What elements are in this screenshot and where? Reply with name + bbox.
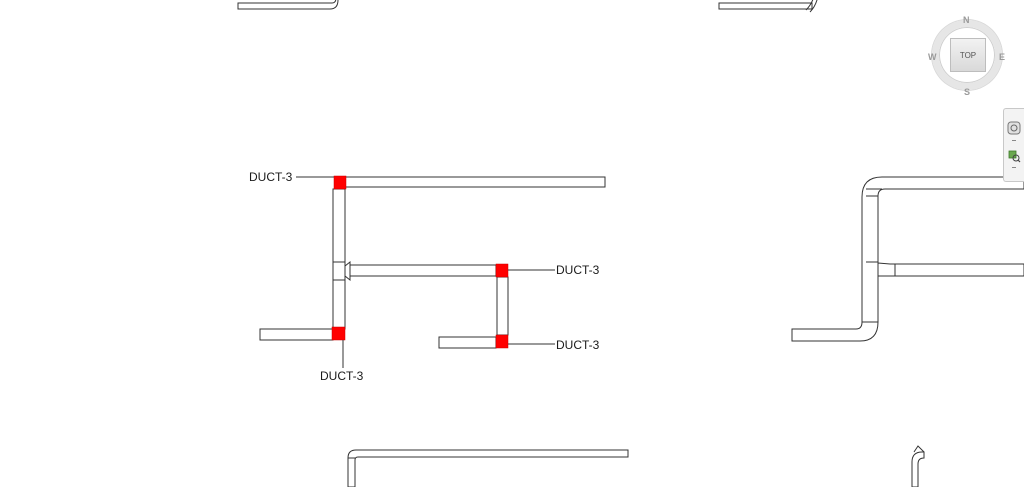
dropdown-indicator[interactable]	[1012, 167, 1016, 168]
duct-run-bottom-right[interactable]	[911, 445, 925, 487]
duct-segment[interactable]	[438, 336, 497, 349]
elbow-fitting-highlighted[interactable]	[495, 334, 509, 349]
duct-system-right[interactable]	[791, 176, 1024, 342]
duct-tag-label[interactable]: DUCT-3	[320, 369, 364, 383]
elbow-fitting-highlighted[interactable]	[333, 175, 347, 190]
compass-ring[interactable]	[932, 20, 1002, 90]
compass-east-label[interactable]: E	[999, 52, 1006, 62]
elbow-fitting-highlighted[interactable]	[331, 326, 346, 341]
elbow-fitting-highlighted[interactable]	[495, 263, 509, 278]
duct-tag-label[interactable]: DUCT-3	[556, 263, 600, 277]
compass-south-label[interactable]: S	[964, 87, 971, 97]
duct-tag-label[interactable]: DUCT-3	[556, 338, 600, 352]
dropdown-indicator[interactable]	[1012, 140, 1016, 141]
zoom-region-icon[interactable]	[1007, 149, 1021, 163]
viewcube-top-face[interactable]: TOP	[950, 38, 986, 72]
duct-segment[interactable]	[349, 264, 497, 277]
duct-system-left[interactable]: DUCT-3 DUCT-3 DUCT-3 DUCT-3	[249, 170, 606, 383]
duct-segment[interactable]	[496, 276, 509, 336]
duct-segment[interactable]	[343, 176, 606, 188]
duct-segment[interactable]	[259, 328, 334, 341]
duct-segment[interactable]	[332, 188, 346, 330]
compass-west-label[interactable]: W	[928, 52, 937, 62]
duct-run-top-left[interactable]	[237, 0, 339, 10]
compass-north-label[interactable]: N	[963, 15, 970, 25]
duct-tag-label[interactable]: DUCT-3	[249, 170, 293, 184]
duct-run-bottom-left[interactable]	[347, 449, 629, 487]
steering-wheel-icon[interactable]	[1007, 121, 1021, 135]
navigation-bar	[1003, 108, 1024, 182]
duct-run-top-right[interactable]	[718, 0, 818, 13]
viewcube[interactable]: N E S W TOP	[928, 14, 1008, 98]
